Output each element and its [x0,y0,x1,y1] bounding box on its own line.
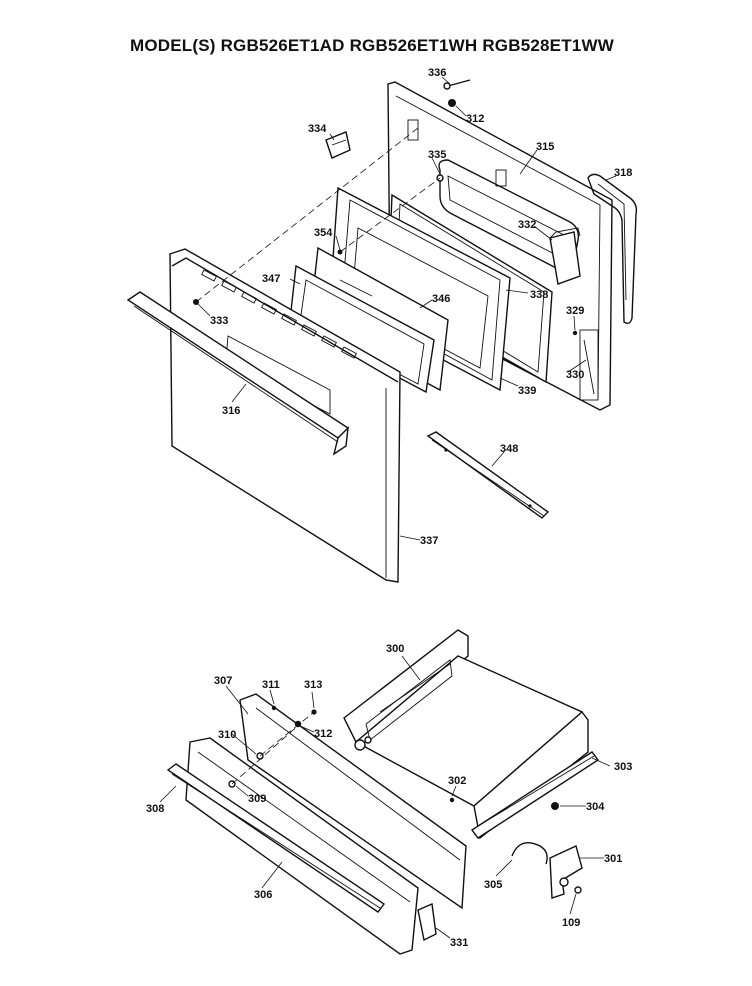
label-305: 305 [484,879,502,891]
hinge-strip-348 [426,431,550,519]
window-frame-347 [289,264,435,394]
label-346: 346 [432,293,450,305]
label-337: 337 [420,535,438,547]
leader-lines [159,76,617,939]
screw-336 [443,79,471,90]
drawer-rail-303 [470,751,600,839]
clip-334 [325,131,351,159]
label-301: 301 [604,853,622,865]
label-332: 332 [518,219,536,231]
screw-329 [572,330,578,336]
label-313: 313 [304,679,322,691]
nut-304 [551,802,559,810]
label-338: 338 [530,289,548,301]
outer-door-337 [169,248,401,583]
drawer-front-306 [166,737,419,955]
label-302: 302 [448,775,466,787]
wire-305 [511,842,548,865]
label-306: 306 [254,889,272,901]
part-labels: 336 312 334 335 315 318 332 354 338 347 … [146,67,632,949]
washer-312-lower [294,720,302,728]
label-310: 310 [218,729,236,741]
screw-302 [449,797,455,803]
label-354: 354 [314,227,333,239]
label-334: 334 [308,123,327,135]
door-handle-316 [126,291,350,456]
label-348: 348 [500,443,518,455]
label-339: 339 [518,385,536,397]
screw-109 [574,886,582,894]
page-title: MODEL(S) RGB526ET1AD RGB526ET1WH RGB528E… [130,36,614,55]
label-312: 312 [466,113,484,125]
bracket-332 [549,227,581,285]
label-312-lower: 312 [314,728,332,740]
bracket-301 [549,845,583,899]
label-308: 308 [146,803,164,815]
label-303: 303 [614,761,632,773]
label-336: 336 [428,67,446,79]
label-335: 335 [428,149,446,161]
label-330: 330 [566,369,584,381]
label-109: 109 [562,917,580,929]
label-311: 311 [262,679,280,691]
label-329: 329 [566,305,584,317]
label-304: 304 [586,801,605,813]
label-315: 315 [536,141,554,153]
label-316: 316 [222,405,240,417]
label-307: 307 [214,675,232,687]
end-clip-331 [417,902,437,942]
label-300: 300 [386,643,404,655]
label-331: 331 [450,937,468,949]
label-318: 318 [614,167,632,179]
gasket-318 [587,173,638,325]
drawer-tub-300 [343,629,589,840]
washer-312 [448,99,456,107]
label-333: 333 [210,315,228,327]
label-347: 347 [262,273,280,285]
label-309: 309 [248,793,266,805]
screw-311 [271,705,277,711]
